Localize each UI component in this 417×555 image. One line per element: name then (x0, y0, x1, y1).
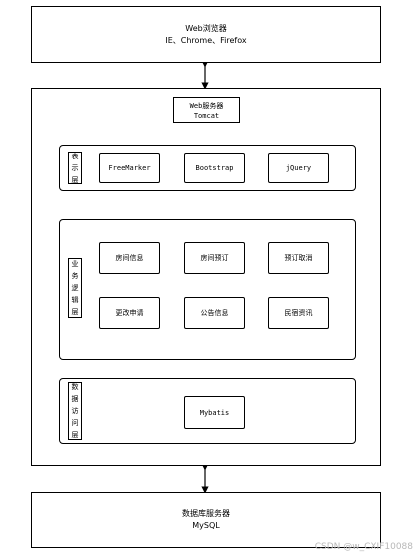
web-server-title-box: Web服务器 Tomcat (173, 97, 240, 123)
mybatis-box: Mybatis (184, 396, 245, 429)
announcement-box: 公告信息 (184, 297, 245, 329)
db-server-title: 数据库服务器 (182, 509, 230, 518)
room-info-box: 房间信息 (99, 242, 160, 274)
db-server-subtitle: MySQL (192, 521, 220, 530)
data-access-layer: 数据访问层 Mybatis (59, 378, 356, 444)
browser-subtitle: IE、Chrome、Firefox (165, 36, 247, 45)
web-server-title: Web服务器 (189, 102, 224, 110)
room-booking-box: 房间预订 (184, 242, 245, 274)
db-server-box: 数据库服务器 MySQL (31, 492, 381, 548)
web-server-subtitle: Tomcat (193, 112, 220, 120)
freemarker-box: FreeMarker (99, 153, 160, 183)
business-logic-layer: 业务逻辑层 房间信息 房间预订 预订取消 更改申请 公告信息 民宿资讯 (59, 219, 356, 360)
business-logic-layer-label: 业务逻辑层 (68, 258, 82, 318)
jquery-box: jQuery (268, 153, 329, 183)
booking-cancel-box: 预订取消 (268, 242, 329, 274)
bootstrap-box: Bootstrap (184, 153, 245, 183)
presentation-layer-label: 表示层 (68, 152, 82, 184)
watermark: CSDN @w_CXIF10088 (314, 542, 413, 552)
homestay-news-box: 民宿资讯 (268, 297, 329, 329)
data-access-layer-label: 数据访问层 (68, 382, 82, 440)
presentation-layer: 表示层 FreeMarker Bootstrap jQuery (59, 145, 356, 191)
browser-title: Web浏览器 (185, 24, 227, 33)
web-server-box: Web服务器 Tomcat 表示层 FreeMarker Bootstrap j… (31, 88, 381, 466)
browser-box: Web浏览器 IE、Chrome、Firefox (31, 6, 381, 63)
change-request-box: 更改申请 (99, 297, 160, 329)
